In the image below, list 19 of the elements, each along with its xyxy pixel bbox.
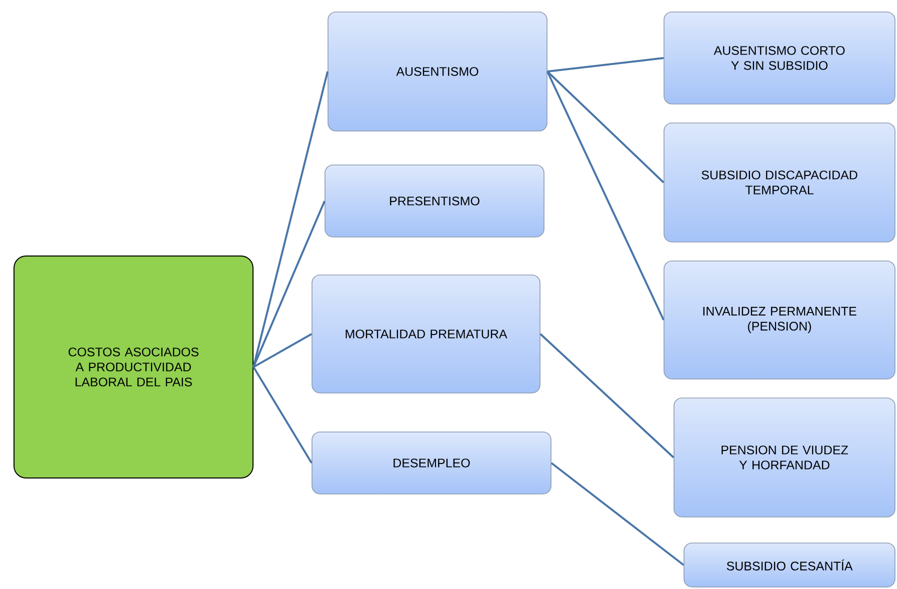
category-box: AUSENTISMO CORTO Y SIN SUBSIDIO [664,12,896,104]
connector-line [252,71,329,368]
category-box: SUBSIDIO DISCAPACIDAD TEMPORAL [664,122,896,242]
category-box: PRESENTISMO [324,164,544,238]
connector-line [546,71,664,320]
category-box: SUBSIDIO CESANTÍA [684,542,896,588]
category-box: AUSENTISMO [328,12,548,132]
connector-line [550,462,684,566]
connector-line [540,333,674,458]
category-box: MORTALIDAD PREMATURA [312,274,540,394]
connector-line [547,57,664,72]
category-box: DESEMPLEO [312,432,552,494]
connector-line [252,200,326,368]
category-box: PENSION DE VIUDEZ Y HORFANDAD [674,398,896,518]
connector-line [252,366,312,464]
connector-line [253,333,312,368]
root-box: COSTOS ASOCIADOS A PRODUCTIVIDAD LABORAL DEL PAIS [14,256,254,478]
connector-line [546,70,664,184]
category-box: INVALIDEZ PERMANENTE (PENSION) [664,260,896,380]
